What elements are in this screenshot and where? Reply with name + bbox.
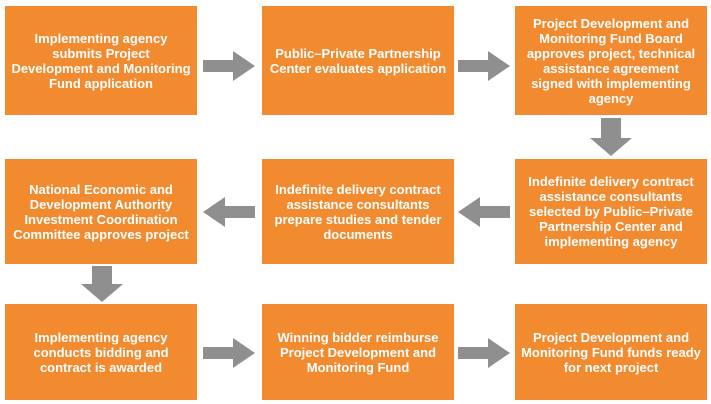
- step-5-box: Indefinite delivery contract assistance …: [262, 159, 454, 264]
- step-9-box: Project Development and Monitoring Fund …: [515, 304, 707, 400]
- step-1-box: Implementing agency submits Project Deve…: [5, 6, 197, 115]
- arrow-down-icon: [81, 266, 123, 302]
- step-4-text: Indefinite delivery contract assistance …: [528, 174, 694, 249]
- step-2-text: Public–Private Partnership Center evalua…: [269, 45, 447, 76]
- step-3-box: Project Development and Monitoring Fund …: [515, 6, 707, 115]
- step-3-text: Project Development and Monitoring Fund …: [526, 15, 696, 106]
- step-4-box: Indefinite delivery contract assistance …: [515, 159, 707, 264]
- step-8-text: Winning bidder reimburse Project Develop…: [277, 329, 439, 375]
- arrow-left-icon: [458, 197, 510, 227]
- step-8-box: Winning bidder reimburse Project Develop…: [262, 304, 454, 400]
- arrow-left-icon: [203, 197, 255, 227]
- step-7-text: Implementing agency conducts bidding and…: [33, 329, 169, 375]
- step-9-text: Project Development and Monitoring Fund …: [521, 329, 701, 375]
- arrow-right-icon: [458, 338, 510, 368]
- step-2-box: Public–Private Partnership Center evalua…: [262, 6, 454, 115]
- step-5-text: Indefinite delivery contract assistance …: [274, 181, 442, 242]
- step-1-text: Implementing agency submits Project Deve…: [11, 30, 191, 91]
- arrow-right-icon: [458, 51, 510, 81]
- arrow-right-icon: [203, 51, 255, 81]
- arrow-right-icon: [203, 338, 255, 368]
- step-6-text: National Economic and Development Author…: [13, 181, 189, 242]
- step-7-box: Implementing agency conducts bidding and…: [5, 304, 197, 400]
- step-6-box: National Economic and Development Author…: [5, 159, 197, 264]
- arrow-down-icon: [590, 118, 632, 156]
